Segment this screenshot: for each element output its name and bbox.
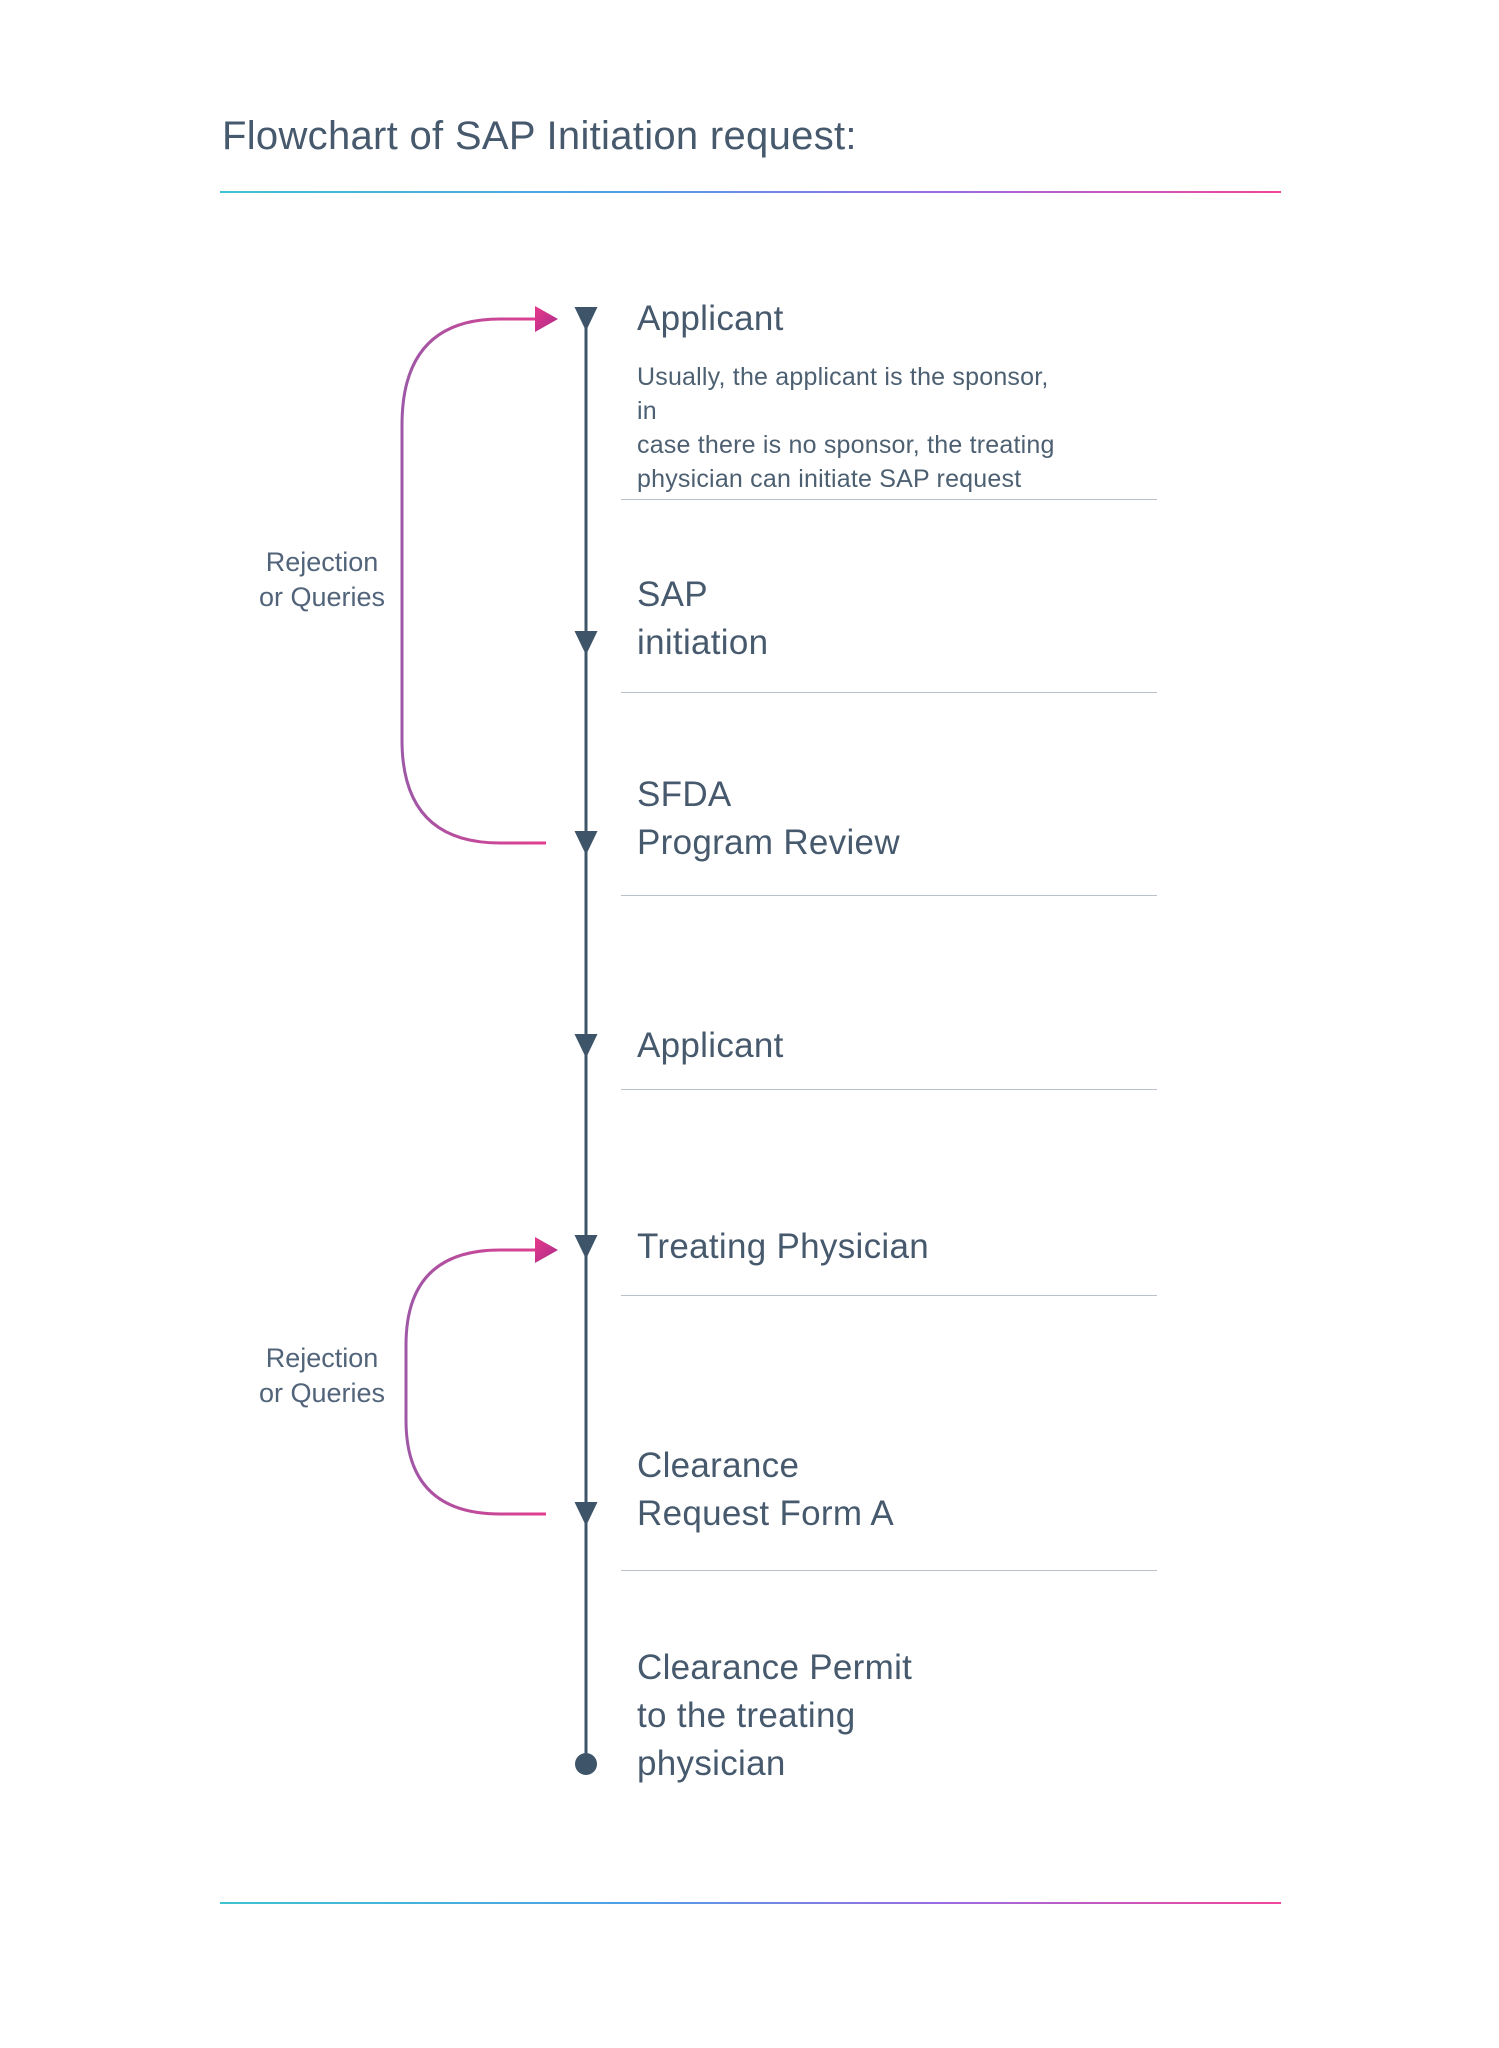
feedback-loop-1-path (400, 317, 546, 845)
step-marker-icon (574, 831, 598, 855)
step-divider (621, 692, 1157, 693)
step-title-applicant: Applicant (637, 299, 784, 338)
feedback-loop-2-label: Rejection or Queries (258, 1343, 386, 1408)
step-title-treating-physician: Treating Physician (637, 1227, 930, 1266)
timeline-end-dot-icon (575, 1753, 597, 1775)
top-gradient-rule (220, 191, 1281, 193)
bottom-gradient-rule (220, 1902, 1281, 1904)
feedback-loop-2-arrowhead-icon (535, 1237, 558, 1263)
step-marker-icon (574, 307, 598, 331)
step-title-clearance-permit: Clearance Permit to the treating physici… (637, 1648, 913, 1783)
page-title: Flowchart of SAP Initiation request: (222, 114, 857, 158)
step-divider (621, 1570, 1157, 1571)
step-title-clearance-request-form-a: Clearance Request Form A (637, 1446, 895, 1533)
step-title-sap-initiation: SAP initiation (637, 575, 769, 662)
step-marker-icon (574, 631, 598, 655)
feedback-loop-1-label: Rejection or Queries (258, 547, 386, 612)
step-title-applicant-2: Applicant (637, 1026, 784, 1065)
step-divider (621, 1295, 1157, 1296)
step-divider (621, 895, 1157, 896)
step-title-sfda-program-review: SFDA Program Review (637, 775, 900, 862)
step-marker-icon (574, 1502, 598, 1526)
step-description-applicant: Usually, the applicant is the sponsor, i… (637, 363, 1055, 493)
feedback-loop-2-path (404, 1248, 546, 1516)
step-marker-icon (574, 1034, 598, 1058)
step-divider (621, 499, 1157, 500)
feedback-loop-1-arrowhead-icon (535, 306, 558, 332)
step-marker-icon (574, 1235, 598, 1259)
step-divider (621, 1089, 1157, 1090)
